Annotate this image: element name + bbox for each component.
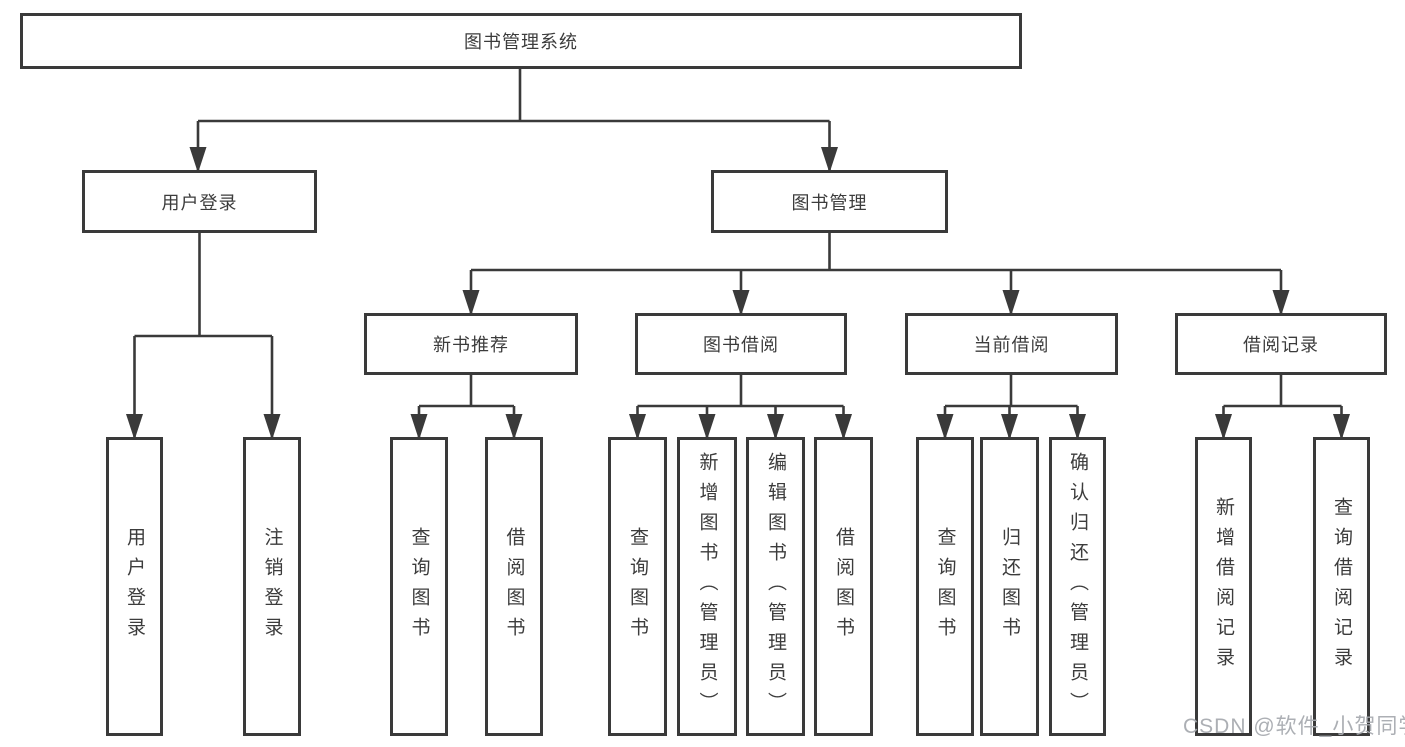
- leaf-newbook-query-book: 查询图书: [390, 437, 448, 736]
- connector-current-borrow-to-leaves: [936, 375, 1086, 440]
- leaf-label: 借阅图书: [833, 526, 854, 647]
- leaf-edit-book-admin: 编辑图书（管理员）: [746, 437, 805, 736]
- leaf-logout: 注销登录: [243, 437, 301, 736]
- leaf-label: 查询图书: [934, 526, 956, 647]
- leaf-return-book: 归还图书: [980, 437, 1039, 736]
- watermark: CSDN @软件_小贺同学: [1183, 715, 1405, 738]
- connector-book-management-to-level3: [462, 233, 1290, 316]
- connector-user-login-to-leaves: [126, 233, 281, 440]
- leaf-label: 注销登录: [261, 526, 283, 647]
- leaf-add-borrow-record: 新增借阅记录: [1195, 437, 1252, 736]
- leaf-label: 归还图书: [999, 526, 1020, 647]
- node-book-management: 图书管理: [711, 170, 948, 233]
- node-current-borrow: 当前借阅: [905, 313, 1118, 375]
- node-new-book-recommend: 新书推荐: [364, 313, 578, 375]
- leaf-confirm-return-admin: 确认归还（管理员）: [1049, 437, 1106, 736]
- leaf-query-borrow-record: 查询借阅记录: [1313, 437, 1370, 736]
- leaf-label: 新增图书（管理员）: [696, 451, 718, 722]
- leaf-label: 编辑图书（管理员）: [765, 451, 786, 722]
- leaf-label: 用户登录: [124, 526, 145, 647]
- node-user-login: 用户登录: [82, 170, 317, 233]
- node-root: 图书管理系统: [20, 13, 1022, 69]
- leaf-label: 查询图书: [627, 526, 648, 647]
- connector-borrow-record-to-leaves: [1215, 375, 1350, 440]
- leaf-newbook-borrow-book: 借阅图书: [485, 437, 543, 736]
- connector-new-book-to-leaves: [410, 375, 523, 440]
- leaf-label: 借阅图书: [503, 526, 525, 647]
- node-book-borrow: 图书借阅: [635, 313, 847, 375]
- leaf-user-login: 用户登录: [106, 437, 163, 736]
- leaf-label: 查询图书: [408, 526, 430, 647]
- leaf-add-book-admin: 新增图书（管理员）: [677, 437, 737, 736]
- leaf-borrow-book: 借阅图书: [814, 437, 873, 736]
- node-borrow-record: 借阅记录: [1175, 313, 1387, 375]
- connector-root-to-level2: [189, 69, 838, 173]
- connector-book-borrow-to-leaves: [629, 375, 852, 440]
- leaf-label: 新增借阅记录: [1213, 496, 1234, 677]
- leaf-label: 确认归还（管理员）: [1067, 451, 1088, 722]
- leaf-label: 查询借阅记录: [1331, 496, 1352, 677]
- leaf-current-query-book: 查询图书: [916, 437, 974, 736]
- leaf-borrow-query-book: 查询图书: [608, 437, 667, 736]
